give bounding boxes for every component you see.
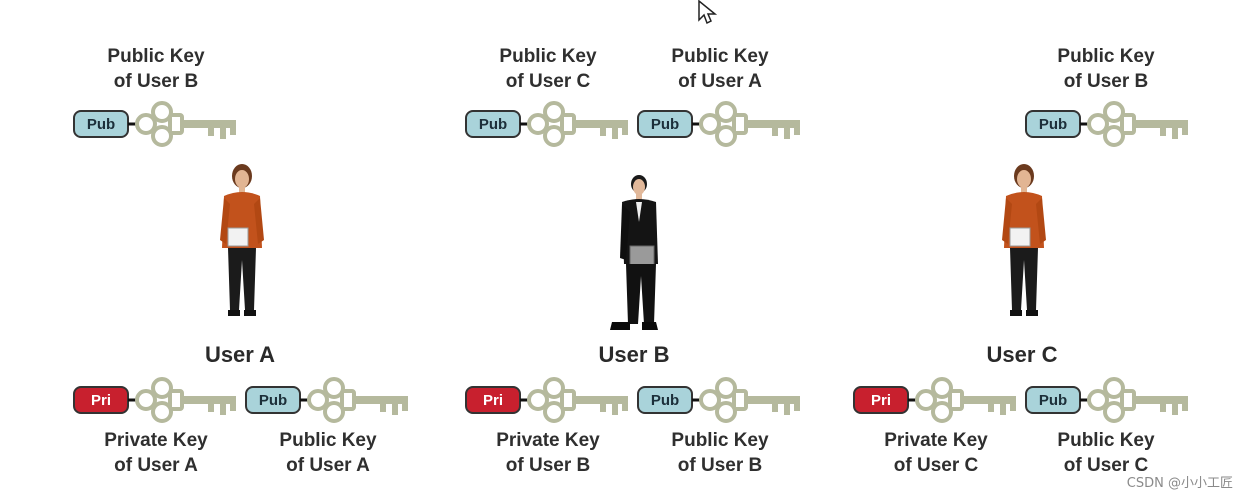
svg-text:Pri: Pri <box>871 392 891 409</box>
svg-text:Pub: Pub <box>479 116 507 133</box>
svg-text:Pub: Pub <box>651 116 679 133</box>
svg-text:Pri: Pri <box>91 392 111 409</box>
woman-user-a-icon <box>220 164 264 316</box>
public-key-icon: Pub <box>72 100 242 148</box>
public-key-icon: Pub <box>636 100 806 148</box>
man-user-b-icon <box>610 175 658 330</box>
svg-text:Pub: Pub <box>259 392 287 409</box>
public-key-icon: Pub <box>244 376 414 424</box>
user-a-label: User A <box>204 342 276 367</box>
private-key-icon: Pri <box>852 376 1022 424</box>
user-b-label: User B <box>598 342 670 367</box>
private-key-icon: Pri <box>464 376 634 424</box>
svg-text:Pub: Pub <box>87 116 115 133</box>
public-key-icon: Pub <box>464 100 634 148</box>
svg-text:Pub: Pub <box>1039 392 1067 409</box>
mouse-cursor-icon <box>698 0 718 25</box>
watermark: CSDN @小小工匠 <box>1126 476 1233 491</box>
svg-text:Pub: Pub <box>1039 116 1067 133</box>
public-key-icon: Pub <box>636 376 806 424</box>
user-c-label: User C <box>986 342 1058 367</box>
public-key-icon: Pub <box>1024 100 1194 148</box>
woman-user-c-icon <box>1002 164 1046 316</box>
private-key-icon: Pri <box>72 376 242 424</box>
svg-text:Pub: Pub <box>651 392 679 409</box>
public-key-icon: Pub <box>1024 376 1194 424</box>
svg-text:Pri: Pri <box>483 392 503 409</box>
